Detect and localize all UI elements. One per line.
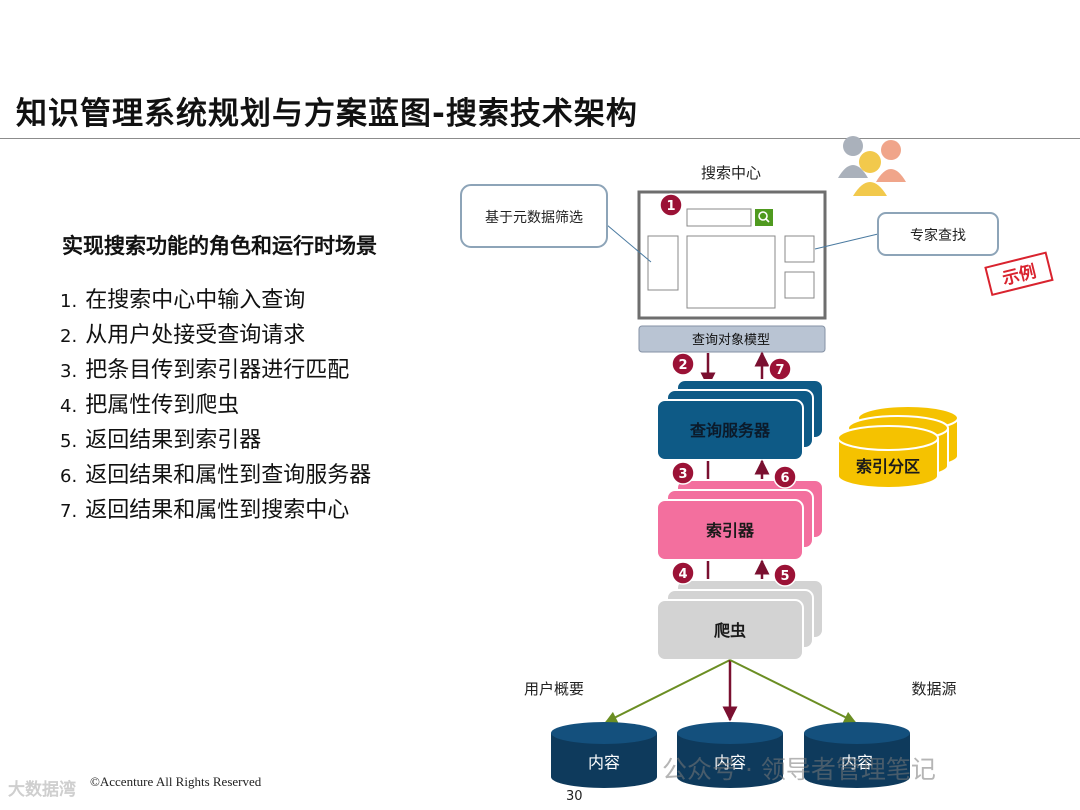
user-profile-label: 用户概要 bbox=[524, 680, 584, 698]
copyright-text: ©Accenture All Rights Reserved bbox=[90, 774, 261, 790]
filter-panel bbox=[648, 236, 678, 290]
svg-text:1: 1 bbox=[666, 199, 675, 214]
metadata-filter-label: 基于元数据筛选 bbox=[485, 209, 583, 226]
data-source-label: 数据源 bbox=[911, 680, 956, 698]
query-object-model-label: 查询对象模型 bbox=[692, 333, 770, 348]
crawler-label: 爬虫 bbox=[713, 621, 746, 640]
step-badge-1: 1 bbox=[660, 194, 682, 216]
svg-text:2: 2 bbox=[678, 358, 687, 373]
query-server-stack bbox=[657, 380, 823, 460]
watermark-text: 公众号 · 领导者管理笔记 bbox=[662, 750, 936, 786]
step-badge-6: 6 bbox=[774, 466, 796, 488]
step-badge-4: 4 bbox=[672, 562, 694, 584]
step-badge-3: 3 bbox=[672, 462, 694, 484]
side-panel-top bbox=[785, 236, 814, 262]
connector-left bbox=[606, 660, 730, 722]
search-center-label: 搜索中心 bbox=[701, 164, 761, 182]
svg-text:4: 4 bbox=[678, 567, 687, 582]
svg-text:7: 7 bbox=[775, 363, 784, 378]
side-panel-bottom bbox=[785, 272, 814, 298]
svg-text:3: 3 bbox=[678, 467, 687, 482]
expert-search-label: 专家查找 bbox=[910, 227, 966, 244]
step-badge-7: 7 bbox=[769, 358, 791, 380]
query-server-label: 查询服务器 bbox=[690, 421, 771, 440]
example-stamp: 示例 bbox=[986, 253, 1053, 295]
index-partition-label: 索引分区 bbox=[856, 457, 920, 476]
indexer-label: 索引器 bbox=[706, 521, 755, 540]
step-badge-5: 5 bbox=[774, 564, 796, 586]
footer-logo: 大数据湾 bbox=[8, 775, 76, 800]
users-icon bbox=[838, 136, 906, 196]
crawler-stack bbox=[657, 580, 823, 660]
results-panel bbox=[687, 236, 775, 308]
search-input[interactable] bbox=[687, 209, 751, 226]
content-label-1: 内容 bbox=[588, 753, 620, 772]
svg-text:5: 5 bbox=[780, 569, 789, 584]
connector-right bbox=[730, 660, 855, 722]
step-badge-2: 2 bbox=[672, 353, 694, 375]
page-number: 30 bbox=[566, 789, 583, 804]
svg-text:6: 6 bbox=[780, 471, 789, 486]
indexer-stack bbox=[657, 480, 823, 560]
